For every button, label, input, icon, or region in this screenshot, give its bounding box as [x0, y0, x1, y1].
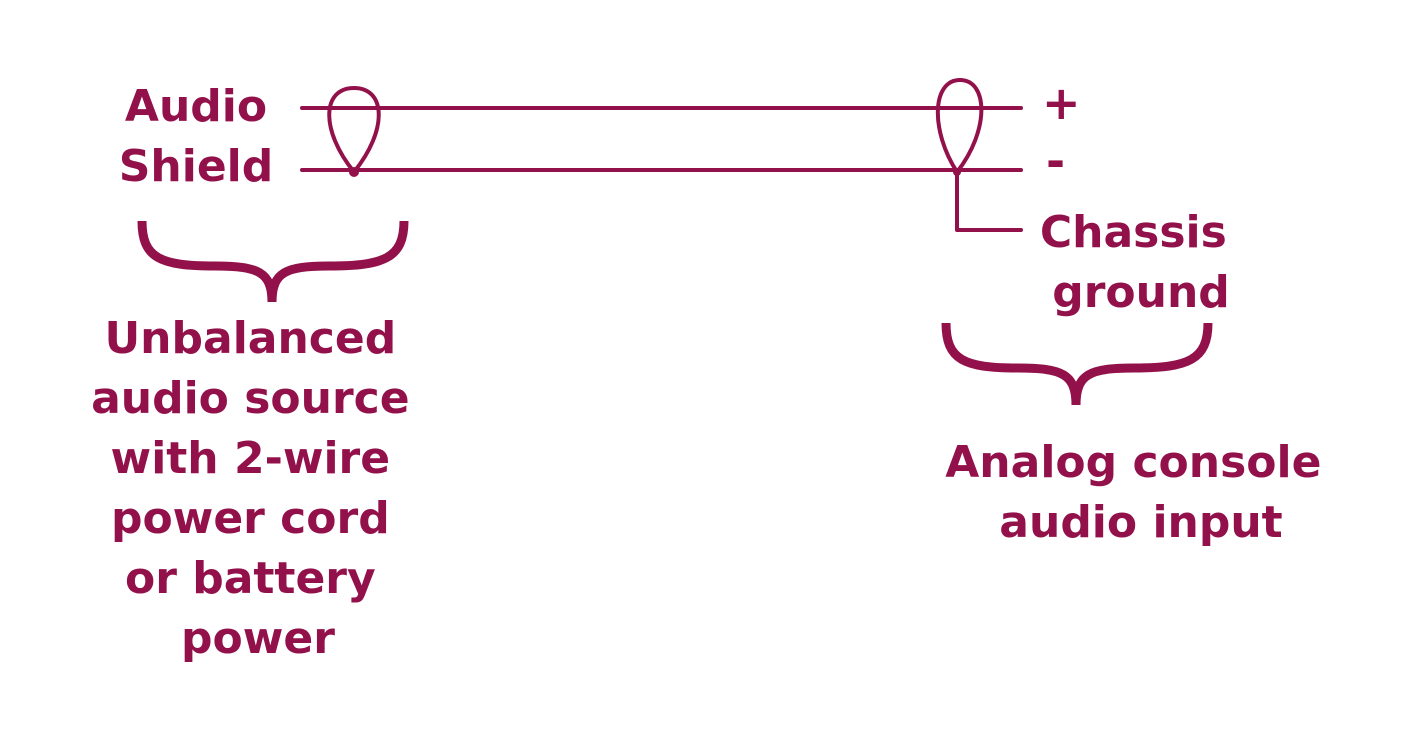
console-description-line: audio input — [999, 497, 1282, 548]
source-brace — [137, 220, 409, 303]
source-description-line: power — [181, 613, 335, 664]
console-brace — [941, 322, 1213, 406]
console-shield-loop — [935, 78, 984, 174]
minus-label: - — [1046, 134, 1065, 188]
shield-label: Shield — [119, 141, 274, 192]
source-description-line: audio source — [91, 373, 410, 424]
chassis-ground-line: Chassis — [1040, 207, 1227, 258]
source-description-line: or battery — [125, 553, 376, 604]
chassis-ground-label: Chassis ground — [1040, 207, 1242, 318]
console-description-line: Analog console — [945, 437, 1321, 488]
audio-label: Audio — [125, 81, 267, 132]
source-shield-loop — [327, 86, 381, 174]
console-description: Analog console audio input — [945, 437, 1337, 548]
plus-label: + — [1042, 76, 1081, 130]
source-description: Unbalanced audio source with 2-wire powe… — [91, 313, 425, 664]
chassis-ground-line: ground — [1052, 267, 1230, 318]
source-description-line: power cord — [111, 493, 390, 544]
source-description-line: with 2-wire — [111, 433, 391, 484]
chassis-ground-lead — [955, 170, 1023, 232]
source-description-line: Unbalanced — [104, 313, 396, 364]
source-junction-dot — [349, 167, 359, 177]
